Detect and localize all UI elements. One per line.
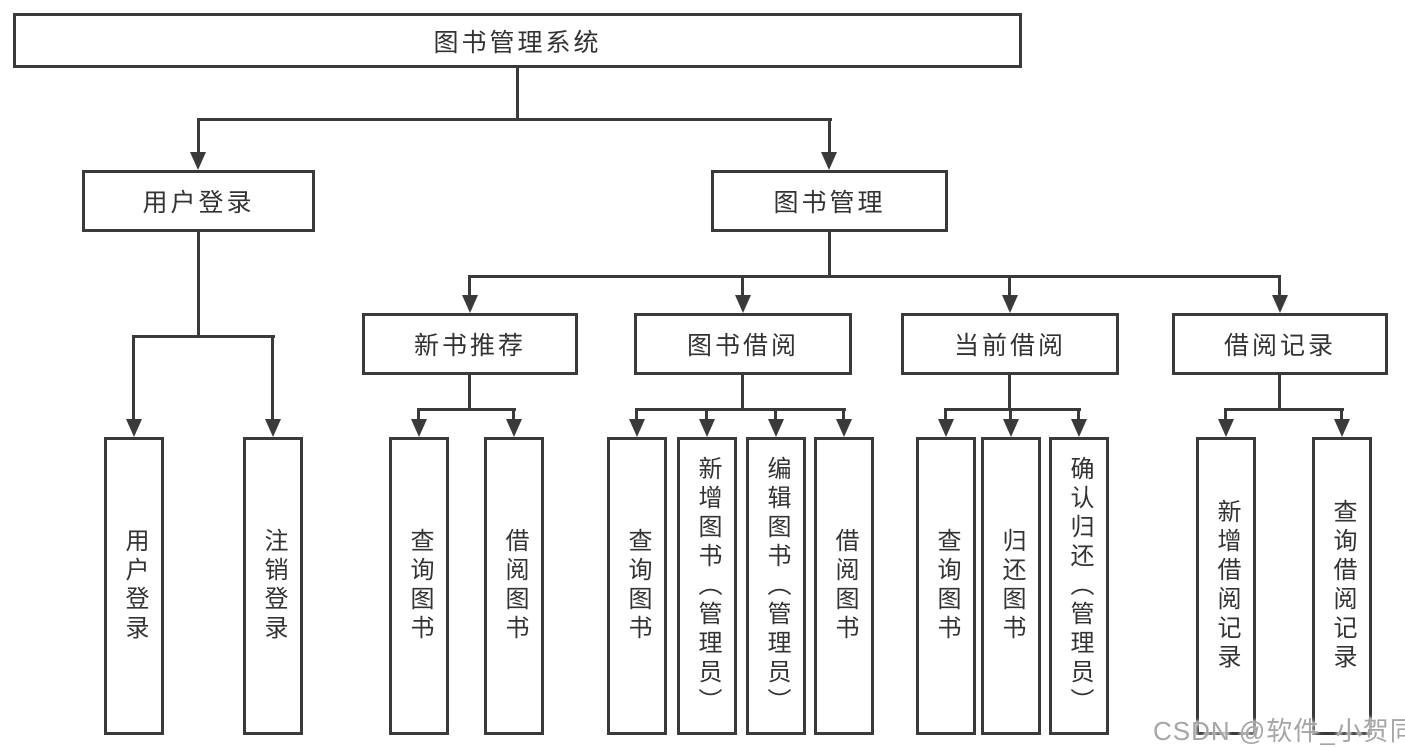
leaf-borrowing-borrow-books: 借阅图书 bbox=[814, 437, 874, 735]
leaf-borrowing-edit-books-label: 编辑图书（管理员） bbox=[763, 455, 790, 717]
connector-line bbox=[417, 408, 420, 421]
connector-line bbox=[197, 118, 832, 121]
leaf-recommend-query-books: 查询图书 bbox=[389, 437, 449, 735]
connector-line bbox=[197, 118, 200, 154]
arrow-down-icon bbox=[190, 152, 206, 170]
connector-line bbox=[516, 68, 519, 118]
node-root-system-label: 图书管理系统 bbox=[433, 28, 602, 57]
node-new-book-recommend: 新书推荐 bbox=[362, 313, 578, 375]
node-user-login: 用户登录 bbox=[82, 170, 315, 232]
arrow-down-icon bbox=[836, 419, 852, 437]
arrow-down-icon bbox=[126, 419, 142, 437]
connector-line bbox=[944, 408, 947, 421]
leaf-recommend-borrow-books: 借阅图书 bbox=[484, 437, 544, 735]
leaf-logout: 注销登录 bbox=[243, 437, 303, 735]
connector-line bbox=[512, 408, 515, 421]
csdn-watermark: CSDN @软件_小贺同学 bbox=[1153, 716, 1405, 746]
leaf-records-query-record-label: 查询借阅记录 bbox=[1329, 499, 1356, 673]
leaf-borrowing-add-books-label: 新增图书（管理员） bbox=[694, 455, 721, 717]
connector-line bbox=[132, 335, 275, 338]
arrow-down-icon bbox=[1071, 419, 1087, 437]
arrow-down-icon bbox=[462, 295, 478, 313]
node-borrow-records-label: 借阅记录 bbox=[1223, 332, 1336, 360]
arrow-down-icon bbox=[265, 419, 281, 437]
arrow-down-icon bbox=[1218, 419, 1234, 437]
arrow-down-icon bbox=[821, 152, 837, 170]
leaf-borrowing-edit-books: 编辑图书（管理员） bbox=[746, 437, 806, 735]
node-book-management: 图书管理 bbox=[711, 170, 948, 232]
arrow-down-icon bbox=[735, 295, 751, 313]
leaf-user-login-label: 用户登录 bbox=[121, 528, 148, 644]
connector-line bbox=[1077, 408, 1080, 421]
arrow-down-icon bbox=[506, 419, 522, 437]
arrow-down-icon bbox=[768, 419, 784, 437]
connector-line bbox=[1278, 275, 1281, 297]
leaf-borrowing-borrow-books-label: 借阅图书 bbox=[831, 528, 858, 644]
arrow-down-icon bbox=[699, 419, 715, 437]
arrow-down-icon bbox=[629, 419, 645, 437]
node-current-borrowing-label: 当前借阅 bbox=[953, 332, 1066, 360]
leaf-current-query-books-label: 查询图书 bbox=[933, 528, 960, 644]
leaf-borrowing-query-books-label: 查询图书 bbox=[624, 528, 651, 644]
leaf-recommend-borrow-books-label: 借阅图书 bbox=[501, 528, 528, 644]
node-borrow-records: 借阅记录 bbox=[1172, 313, 1388, 375]
connector-line bbox=[417, 408, 516, 411]
connector-line bbox=[1224, 408, 1227, 421]
connector-line bbox=[197, 232, 200, 335]
arrow-down-icon bbox=[1334, 419, 1350, 437]
connector-line bbox=[1008, 375, 1011, 408]
leaf-records-query-record: 查询借阅记录 bbox=[1312, 437, 1372, 735]
connector-line bbox=[944, 408, 1081, 411]
leaf-current-confirm-return-label: 确认归还（管理员） bbox=[1066, 455, 1093, 717]
connector-line bbox=[1008, 275, 1011, 297]
node-user-login-label: 用户登录 bbox=[142, 189, 255, 217]
connector-line bbox=[1278, 375, 1281, 408]
leaf-current-return-books: 归还图书 bbox=[981, 437, 1041, 735]
connector-line bbox=[705, 408, 708, 421]
connector-line bbox=[132, 335, 135, 421]
leaf-current-query-books: 查询图书 bbox=[916, 437, 976, 735]
leaf-records-add-record-label: 新增借阅记录 bbox=[1213, 499, 1240, 673]
leaf-records-add-record: 新增借阅记录 bbox=[1196, 437, 1256, 735]
node-book-borrowing: 图书借阅 bbox=[634, 313, 852, 375]
arrow-down-icon bbox=[411, 419, 427, 437]
node-new-book-recommend-label: 新书推荐 bbox=[413, 332, 526, 360]
connector-line bbox=[774, 408, 777, 421]
arrow-down-icon bbox=[1002, 295, 1018, 313]
connector-line bbox=[635, 408, 846, 411]
leaf-borrowing-query-books: 查询图书 bbox=[607, 437, 667, 735]
leaf-recommend-query-books-label: 查询图书 bbox=[406, 528, 433, 644]
connector-line bbox=[468, 275, 1281, 278]
arrow-down-icon bbox=[1272, 295, 1288, 313]
arrow-down-icon bbox=[1003, 419, 1019, 437]
leaf-current-return-books-label: 归还图书 bbox=[998, 528, 1025, 644]
connector-line bbox=[741, 375, 744, 408]
node-book-borrowing-label: 图书借阅 bbox=[686, 332, 799, 360]
leaf-borrowing-add-books: 新增图书（管理员） bbox=[677, 437, 737, 735]
connector-line bbox=[635, 408, 638, 421]
connector-line bbox=[468, 275, 471, 297]
connector-line bbox=[741, 275, 744, 297]
connector-line bbox=[1224, 408, 1344, 411]
connector-line bbox=[271, 335, 274, 421]
connector-line bbox=[842, 408, 845, 421]
node-current-borrowing: 当前借阅 bbox=[901, 313, 1119, 375]
node-book-management-label: 图书管理 bbox=[773, 189, 886, 217]
arrow-down-icon bbox=[938, 419, 954, 437]
leaf-user-login: 用户登录 bbox=[104, 437, 164, 735]
connector-line bbox=[828, 118, 831, 154]
leaf-current-confirm-return: 确认归还（管理员） bbox=[1049, 437, 1109, 735]
leaf-logout-label: 注销登录 bbox=[260, 528, 287, 644]
connector-line bbox=[468, 375, 471, 408]
connector-line bbox=[1009, 408, 1012, 421]
connector-line bbox=[828, 232, 831, 275]
connector-line bbox=[1340, 408, 1343, 421]
node-root-system: 图书管理系统 bbox=[13, 13, 1022, 68]
